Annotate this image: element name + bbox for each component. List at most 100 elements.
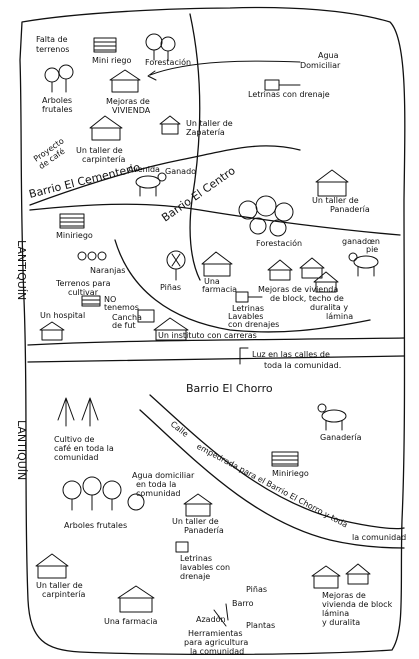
svg-text:Un hospital: Un hospital (40, 311, 85, 320)
svg-text:Letrinas: Letrinas (232, 304, 264, 313)
house-icon (109, 69, 141, 93)
svg-text:de block, techo de: de block, techo de (270, 294, 344, 303)
barrio-chorro-label: Barrio El Chorro (186, 382, 273, 395)
svg-text:lámina: lámina (322, 609, 349, 618)
cultivo-cafe-label: Cultivo de café en toda la comunidad (54, 435, 114, 462)
hospital-icon (39, 321, 65, 341)
main-road-bottom (27, 355, 405, 363)
cattle-icon (348, 252, 379, 277)
hill-line (189, 13, 201, 281)
svg-text:para agricultura: para agricultura (184, 638, 248, 647)
main-road-top (27, 337, 405, 346)
svg-text:Una: Una (204, 277, 220, 286)
svg-text:Agua: Agua (318, 51, 339, 60)
svg-text:comunidad: comunidad (136, 489, 181, 498)
falta-terrenos-label: Falta de terrenos (36, 35, 69, 54)
latrine-icon (235, 291, 263, 303)
fence-icon (81, 295, 101, 307)
svg-text:Panadería: Panadería (330, 205, 370, 214)
taller-zapateria-label: Un taller de Zapatería (186, 119, 233, 137)
svg-text:Avenida: Avenida (128, 165, 160, 174)
forestacion-mid-label: Forestación (256, 238, 302, 248)
svg-text:farmacia: farmacia (202, 285, 237, 294)
svg-text:en toda la: en toda la (136, 480, 176, 489)
letrinas-low-label: Letrinas lavables con drenaje (180, 554, 230, 581)
mejoras-low-label: Mejoras de vivienda de block lámina y du… (322, 591, 393, 627)
svg-text:Agua domiciliar: Agua domiciliar (132, 471, 195, 480)
svg-text:Domiciliar: Domiciliar (300, 61, 341, 70)
miniriego-mid-label: Miniriego (56, 231, 93, 240)
herramientas-label: Herramientas para agricultura la comunid… (184, 629, 248, 656)
ganado-pie-label: ganado en pie (342, 237, 380, 254)
lantiquin-lower-label: LANTIQUÍN (15, 420, 28, 480)
pinas-low-label: Piñas (246, 585, 267, 594)
mejoras-mid-label: Mejoras de vivienda de block, techo de d… (258, 285, 353, 321)
taller-carpinteria-low-label: Un taller de carpintería (36, 581, 86, 599)
soccer-field-icon (137, 309, 155, 323)
plantas-label: Plantas (246, 621, 275, 630)
svg-text:Terrenos para: Terrenos para (55, 279, 111, 288)
svg-text:Un taller de: Un taller de (76, 146, 123, 155)
svg-text:de fut: de fut (112, 321, 136, 330)
tree-cluster-icon (238, 195, 294, 237)
fruit-tree-icon (44, 64, 74, 93)
cancha-label: Cancha de fut (112, 313, 142, 330)
svg-text:Lavables: Lavables (228, 312, 263, 321)
svg-text:lámina: lámina (326, 312, 353, 321)
farmacia-low-label: Una farmacia (104, 617, 158, 626)
farmacia-label: Una farmacia (202, 277, 237, 294)
house-icon (315, 169, 349, 197)
barro-label: Barro (232, 599, 254, 608)
miniriego-grid-icon (59, 213, 85, 229)
calle-empedrada-top (149, 394, 405, 530)
coffee-tree-icon (57, 397, 99, 427)
svg-text:frutales: frutales (42, 105, 73, 114)
hospital-label: Un hospital (40, 311, 85, 320)
svg-text:Luz en las calles de: Luz en las calles de (252, 350, 330, 359)
house-icon (201, 251, 233, 277)
house-row-icon (311, 563, 371, 589)
taller-panaderia-low-label: Un taller de Panadería (172, 517, 224, 535)
svg-text:Mejoras de vivienda: Mejoras de vivienda (258, 285, 338, 294)
svg-text:Mejoras de: Mejoras de (322, 591, 366, 600)
house-row-icon (267, 257, 339, 293)
svg-text:vivienda de block: vivienda de block (322, 600, 393, 609)
svg-text:toda la comunidad.: toda la comunidad. (264, 361, 341, 370)
svg-text:Cultivo de: Cultivo de (54, 435, 94, 444)
tool-icon (213, 603, 229, 627)
svg-text:tenemos: tenemos (104, 303, 139, 312)
fruit-tree-cluster-icon (62, 476, 145, 511)
svg-text:Zapatería: Zapatería (186, 128, 225, 137)
arrow-head (147, 70, 157, 81)
cattle-icon (135, 172, 167, 197)
pinas-label: Piñas (160, 283, 181, 292)
house-icon (117, 585, 155, 613)
community-boundary (19, 6, 406, 656)
svg-text:Un taller de: Un taller de (186, 119, 233, 128)
letrinas-top-label: Letrinas con drenaje (248, 90, 330, 99)
arrow-forestacion (149, 60, 301, 76)
mejoras-vivienda-label: Mejoras de VIVIENDA (106, 97, 151, 115)
cementerio-boundary (29, 145, 301, 206)
svg-text:con drenajes: con drenajes (228, 320, 279, 329)
svg-text:carpintería: carpintería (42, 590, 86, 599)
miniriego-grid-icon (93, 37, 117, 53)
instituto-label: Un instituto con carreras (158, 331, 257, 340)
letrinas-mid-label: Letrinas Lavables con drenajes (228, 304, 279, 329)
svg-text:Panadería: Panadería (184, 526, 224, 535)
house-icon (183, 493, 213, 517)
svg-text:pie: pie (366, 245, 378, 254)
azadon-label: Azadón (196, 614, 226, 624)
miniriego-low-label: Miniriego (272, 469, 309, 478)
svg-text:NO: NO (104, 295, 116, 304)
svg-text:cultivar: cultivar (68, 288, 99, 297)
house-icon (159, 115, 181, 135)
road-curve (114, 239, 371, 333)
svg-text:y duralita: y duralita (322, 618, 360, 627)
luz-calles-label: Luz en las calles de toda la comunidad. (252, 350, 341, 370)
svg-text:comunidad: comunidad (54, 453, 99, 462)
svg-text:ganado: ganado (342, 237, 372, 246)
orange-tree-icon (77, 251, 107, 261)
svg-text:café en toda la: café en toda la (54, 443, 114, 453)
taller-carpinteria-label: Un taller de carpintería (76, 146, 126, 164)
